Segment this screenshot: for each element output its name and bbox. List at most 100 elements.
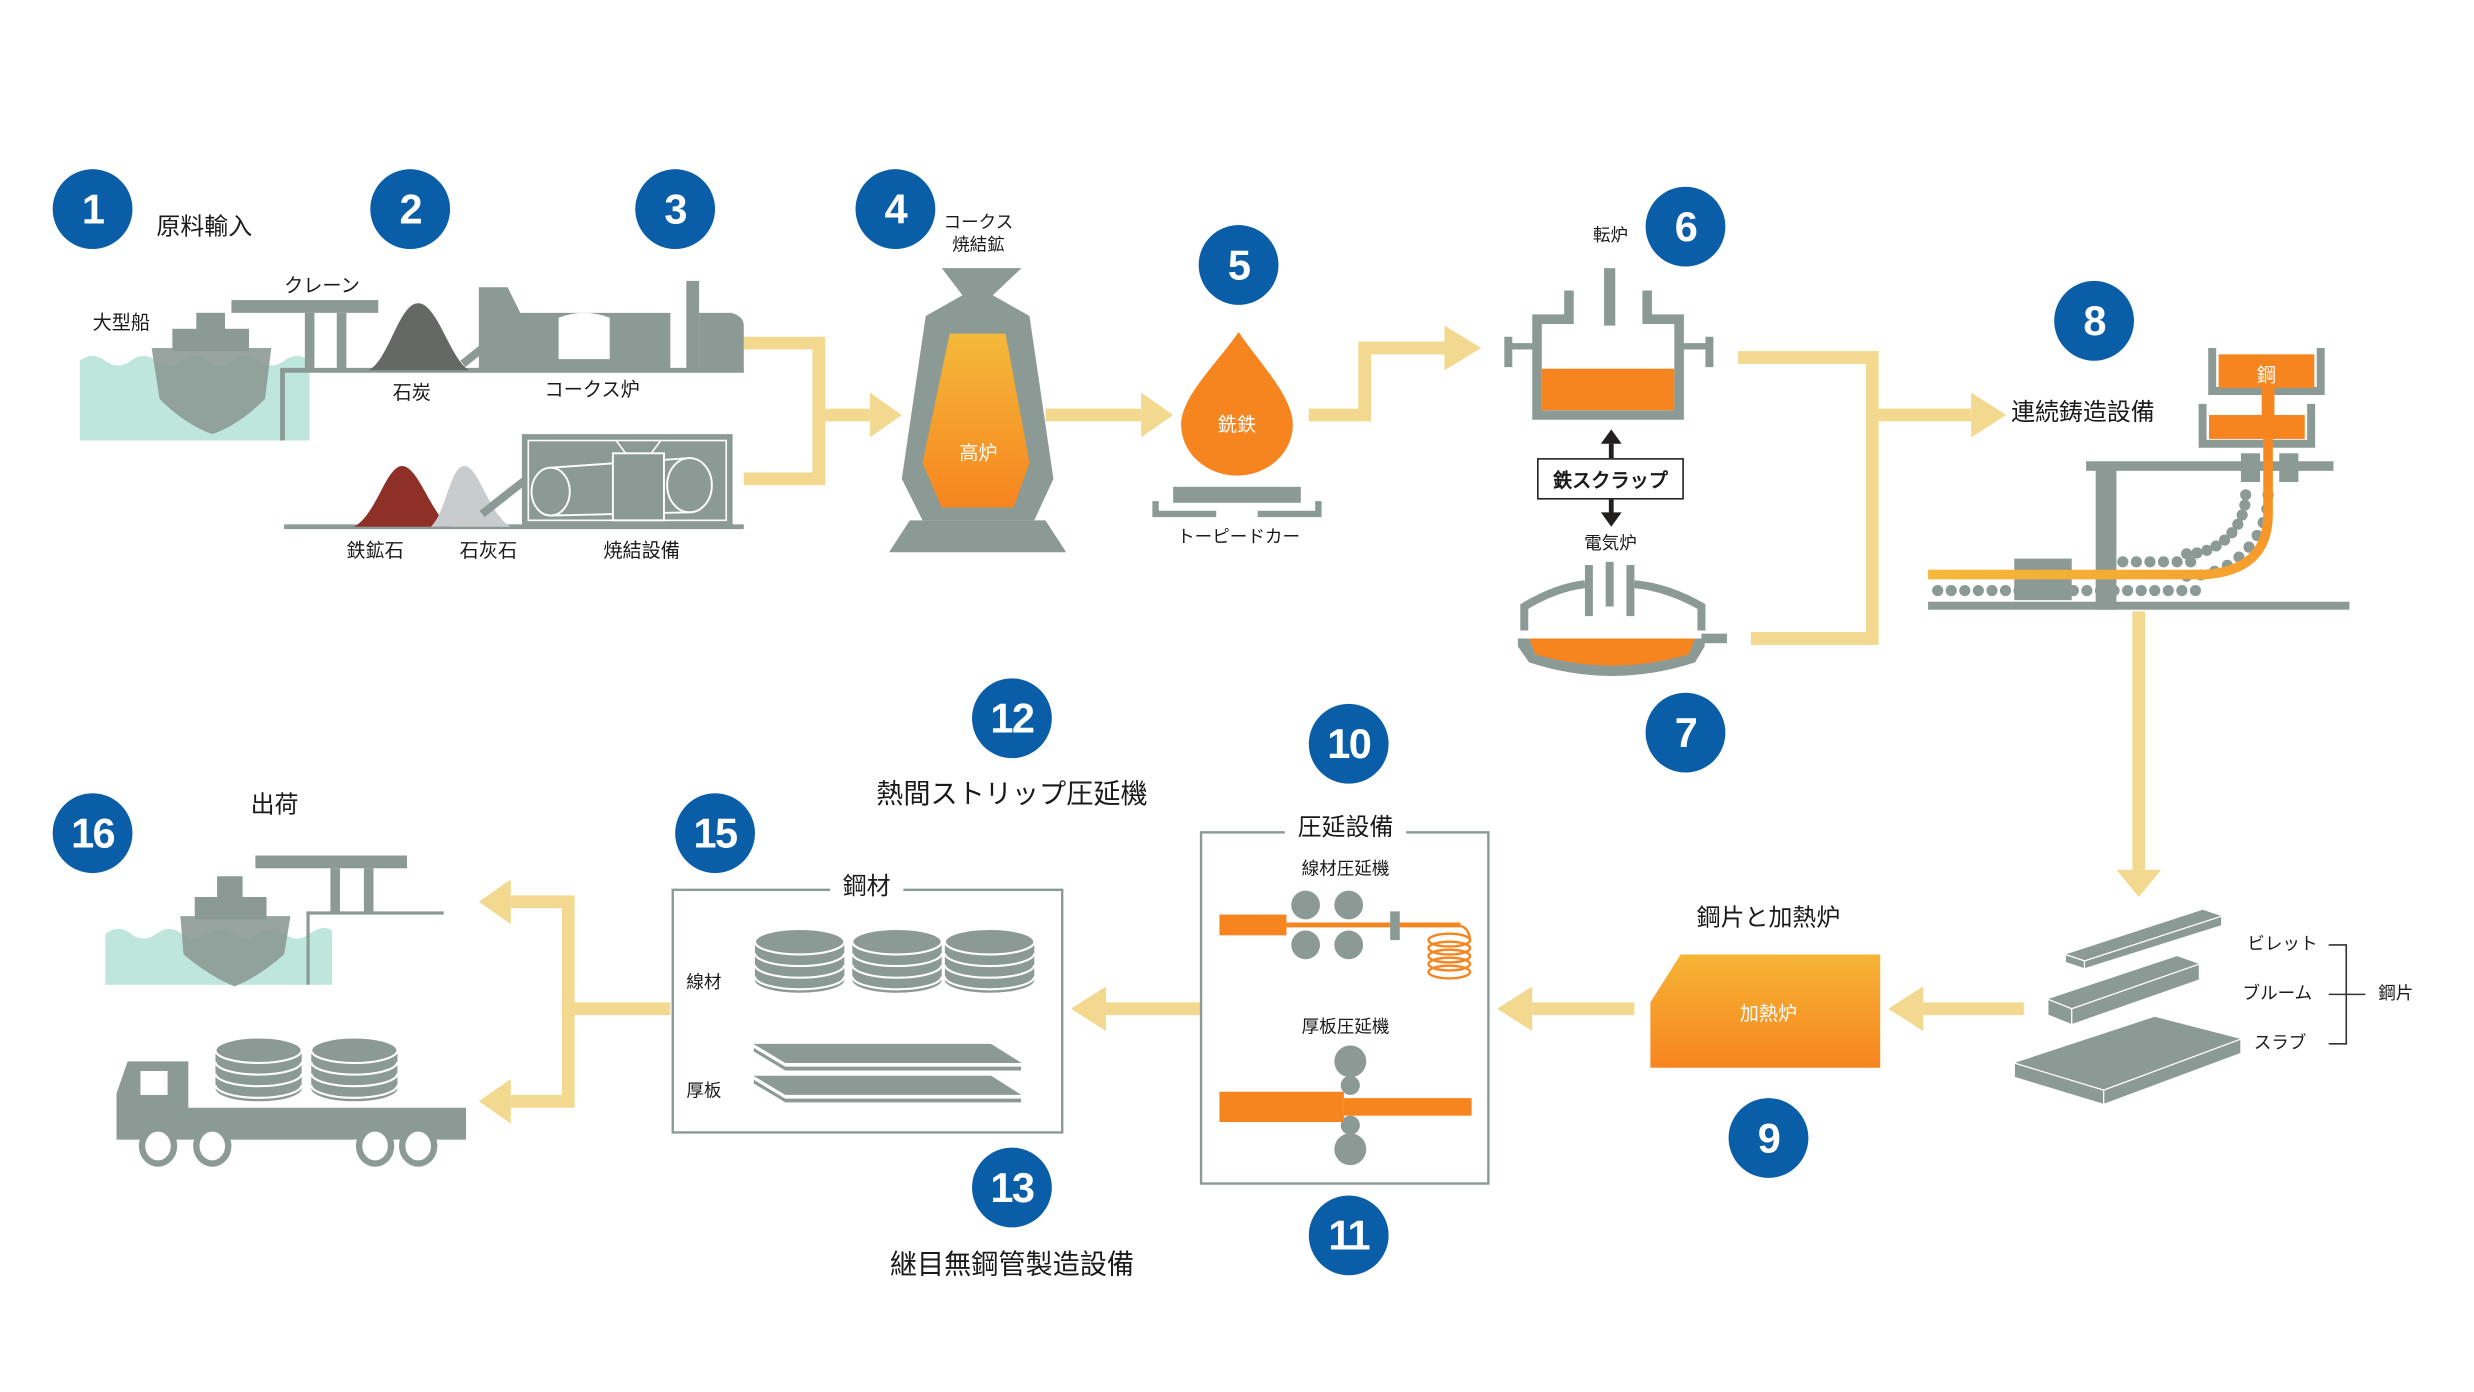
- torpedo-car-icon: [1152, 486, 1322, 518]
- flow-to-converter: [1308, 341, 1445, 422]
- blast-furnace-label: 高炉: [959, 442, 998, 465]
- flow-raw-merge: [743, 336, 826, 486]
- plate-mill-icon: [1219, 1045, 1472, 1166]
- semi-products-icon: [2013, 909, 2366, 1106]
- truck-icon: [116, 1061, 467, 1167]
- slab-label: スラブ: [2253, 1032, 2307, 1054]
- flow-to-shipping: [510, 895, 671, 1108]
- step-badge-12: 12: [972, 678, 1052, 759]
- sinter-plant-icon: [521, 434, 733, 527]
- wire-rod-label: 線材: [686, 972, 722, 993]
- crane-label: クレーン: [284, 274, 360, 297]
- quay: [280, 367, 744, 441]
- crane-icon: [255, 855, 408, 913]
- electric-furnace-label: 電気炉: [1584, 533, 1637, 554]
- arrowhead-right-icon: [1444, 325, 1482, 371]
- arrow-down-icon: [1600, 512, 1622, 527]
- hot-strip-mill-label: 熱間ストリップ圧延機: [876, 778, 1148, 811]
- arrowhead-right-icon: [869, 392, 902, 438]
- step-badge-16: 16: [52, 793, 133, 874]
- arrowhead-left-icon: [1070, 986, 1107, 1032]
- blast-furnace-icon: [889, 268, 1067, 553]
- coal-label: 石炭: [392, 381, 431, 404]
- torpedo-car-label: トーピードカー: [1177, 526, 1301, 548]
- bloom-icon: [2047, 956, 2201, 1026]
- arrowhead-left-icon: [1497, 986, 1533, 1032]
- coil-icon: [214, 1036, 303, 1102]
- step-badge-9: 9: [1728, 1098, 1809, 1178]
- step-badge-15: 15: [675, 793, 755, 874]
- coke-oven-icon: [478, 280, 744, 371]
- plate-mill-label: 厚板圧延機: [1301, 1016, 1390, 1038]
- coil-icon: [943, 927, 1036, 993]
- scrap-arrows: [1600, 429, 1622, 527]
- arrowhead-left-icon: [478, 1078, 511, 1124]
- flow-arrowheads: [478, 325, 2162, 1124]
- crane-icon: [231, 300, 379, 371]
- steel-products-box: [671, 888, 1064, 1134]
- ship-icon: [151, 312, 272, 435]
- limestone-label: 石灰石: [459, 539, 518, 562]
- wire-rod-mill-label: 線材圧延機: [1301, 858, 1390, 880]
- iron-scrap-label: 鉄スクラップ: [1552, 468, 1668, 491]
- step-badge-4: 4: [855, 169, 936, 249]
- coke-oven-label: コークス炉: [544, 378, 640, 401]
- billet-icon: [2064, 909, 2223, 970]
- pig-iron-label: 銑鉄: [1217, 413, 1257, 436]
- seamless-pipe-label: 継目無鋼管製造設備: [889, 1249, 1135, 1282]
- raw-material-import-label: 原料輸入: [156, 212, 253, 242]
- step-badge-1: 1: [52, 169, 133, 249]
- step-badge-8: 8: [2054, 280, 2134, 361]
- truck-coils-icon: [214, 1036, 399, 1102]
- iron-ore-pile-icon: [354, 466, 451, 527]
- step-badge-13: 13: [972, 1147, 1052, 1228]
- step-badge-3: 3: [635, 169, 716, 249]
- arrowhead-right-icon: [1141, 392, 1174, 438]
- iron-ore-label: 鉄鉱石: [346, 539, 404, 562]
- coke-input-label: コークス: [943, 212, 1014, 234]
- step-badge-6: 6: [1645, 186, 1726, 267]
- shipping-label: 出荷: [250, 790, 299, 819]
- iron-scrap-box: 鉄スクラップ: [1537, 458, 1684, 500]
- step-badge-7: 7: [1645, 692, 1726, 773]
- continuous-casting-label: 連続鋳造設備: [2011, 397, 2155, 427]
- converter-label: 転炉: [1592, 225, 1629, 246]
- step-badge-2: 2: [370, 169, 451, 249]
- sinter-input-label: 焼結鉱: [952, 234, 1005, 256]
- billet-label: ビレット: [2247, 933, 2318, 955]
- step-badge-10: 10: [1308, 703, 1389, 784]
- ladle-steel-label: 鋼: [2256, 363, 2277, 387]
- plates-icon: [752, 1043, 1022, 1104]
- sinter-plant-label: 焼結設備: [603, 539, 680, 562]
- arrowhead-left-icon: [478, 879, 511, 925]
- coal-pile-icon: [368, 303, 470, 371]
- ship-icon: [180, 876, 291, 987]
- slab-icon: [2013, 1016, 2242, 1106]
- electric-furnace-icon: [1517, 561, 1727, 676]
- arrowhead-right-icon: [1971, 392, 2007, 438]
- step-badge-5: 5: [1198, 225, 1279, 305]
- arrowhead-left-icon: [1888, 986, 1924, 1032]
- coil-icon: [753, 927, 846, 993]
- caster-rollers: [1932, 489, 2274, 597]
- continuous-caster-icon: [1928, 347, 2350, 610]
- wire-coils-icon: [753, 927, 1036, 993]
- large-ship-label: 大型船: [92, 311, 151, 334]
- bloom-label: ブルーム: [2242, 983, 2313, 1004]
- raw-materials-scene: [79, 280, 744, 530]
- steel-products-title: 鋼材: [829, 874, 904, 899]
- plate-label: 厚板: [686, 1080, 722, 1102]
- reheating-furnace-icon: [1650, 954, 1881, 1068]
- pig-iron-icon: [1181, 331, 1293, 476]
- coke-oven-door: [558, 312, 610, 360]
- reheating-furnace-label: 加熱炉: [1739, 1002, 1798, 1025]
- reheating-title-label: 鋼片と加熱炉: [1696, 903, 1841, 933]
- flow-steel-merge: [1738, 351, 1879, 645]
- wire-rod-mill-icon: [1219, 890, 1472, 980]
- flow-arrows: [510, 336, 2146, 1108]
- coil-icon: [851, 927, 943, 993]
- coil-icon: [310, 1036, 399, 1102]
- rolling-equipment-title: 圧延設備: [1284, 815, 1407, 840]
